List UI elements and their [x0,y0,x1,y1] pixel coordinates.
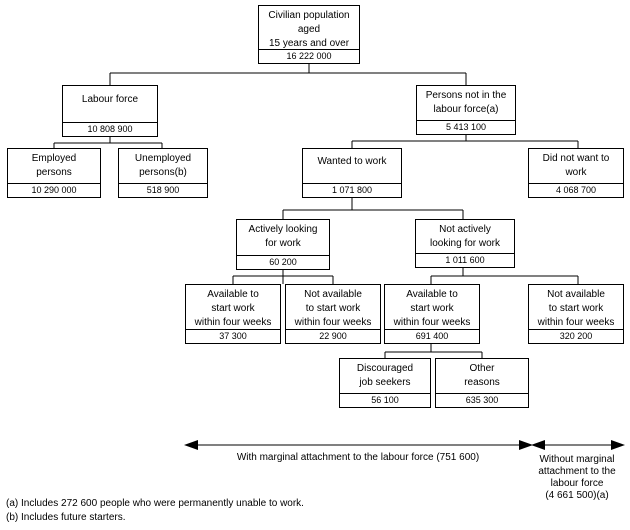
box-label: Available to start work within four week… [194,289,272,328]
box-value: 518 900 [119,183,207,197]
box-value: 16 222 000 [259,49,359,63]
box-civilian-population: Civilian population aged 15 years and ov… [258,5,360,64]
without-marginal-attachment-caption: Without marginal attachment to the labou… [538,454,616,501]
box-labour-force: Labour force 10 808 900 [62,85,158,137]
marginal-attachment-caption: With marginal attachment to the labour f… [236,452,480,463]
box-label: Did not want to work [542,153,610,178]
box-not-actively-looking: Not actively looking for work 1 011 600 [415,219,515,268]
box-available-actively-looking: Available to start work within four week… [185,284,281,344]
footnote-a: (a) Includes 272 600 people who were per… [6,498,304,509]
box-value: 1 071 800 [303,183,401,197]
box-did-not-want-to-work: Did not want to work 4 068 700 [528,148,624,198]
box-value: 56 100 [340,393,430,407]
box-label: Not available to start work within four … [294,289,372,328]
box-label: Unemployed persons(b) [134,153,192,178]
box-label: Available to start work within four week… [393,289,471,328]
box-label: Employed persons [31,153,77,178]
box-unemployed-persons: Unemployed persons(b) 518 900 [118,148,208,198]
box-label: Not actively looking for work [429,224,501,249]
box-label: Other reasons [464,363,500,388]
box-label: Wanted to work [317,156,387,167]
box-value: 37 300 [186,329,280,343]
box-value: 10 290 000 [8,183,100,197]
box-label: Persons not in the labour force(a) [425,90,507,115]
box-label: Labour force [81,94,139,105]
box-other-reasons: Other reasons 635 300 [435,358,529,408]
box-persons-not-in-labour-force: Persons not in the labour force(a) 5 413… [416,85,516,135]
footnote-b: (b) Includes future starters. [6,512,126,523]
box-employed-persons: Employed persons 10 290 000 [7,148,101,198]
box-label: Actively looking for work [248,224,318,249]
box-value: 22 900 [286,329,380,343]
box-value: 635 300 [436,393,528,407]
box-discouraged-job-seekers: Discouraged job seekers 56 100 [339,358,431,408]
box-value: 5 413 100 [417,120,515,134]
box-not-available-actively-looking: Not available to start work within four … [285,284,381,344]
box-value: 4 068 700 [529,183,623,197]
box-value: 691 400 [385,329,479,343]
box-actively-looking: Actively looking for work 60 200 [236,219,330,270]
box-label: Civilian population aged 15 years and ov… [268,10,350,49]
box-not-available-not-actively-looking: Not available to start work within four … [528,284,624,344]
box-label: Not available to start work within four … [537,289,615,328]
box-available-not-actively-looking: Available to start work within four week… [384,284,480,344]
box-wanted-to-work: Wanted to work 1 071 800 [302,148,402,198]
box-value: 10 808 900 [63,122,157,136]
box-value: 1 011 600 [416,253,514,267]
box-label: Discouraged job seekers [356,363,414,388]
box-value: 60 200 [237,255,329,269]
box-value: 320 200 [529,329,623,343]
